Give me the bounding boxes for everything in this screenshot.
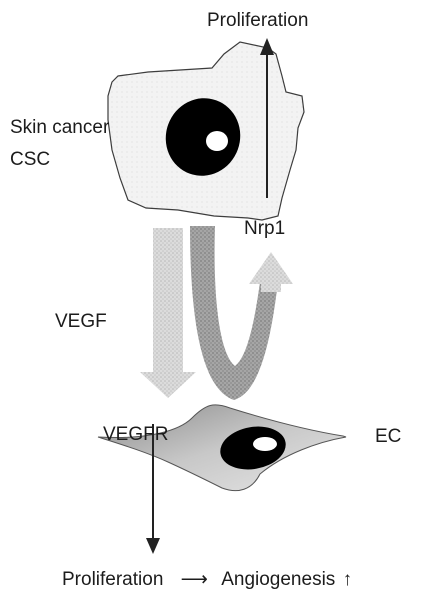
bottom-caption: Proliferation ⟶ Angiogenesis ↑: [62, 570, 352, 589]
skin-cancer-label: Skin cancer: [10, 118, 109, 137]
nrp1-up-arrowhead: [249, 252, 293, 292]
nrp1-loop-arrow-body: [190, 226, 278, 400]
ec-nucleolus: [253, 437, 277, 451]
csc-nucleolus: [206, 131, 228, 151]
ec-label: EC: [375, 427, 401, 446]
vegfr-label: VEGFR: [103, 425, 168, 444]
right-arrow-glyph: ⟶: [181, 570, 208, 589]
nrp1-label: Nrp1: [244, 219, 285, 238]
proliferation-bottom-label: Proliferation: [62, 570, 163, 589]
vegf-label: VEGF: [55, 312, 107, 331]
csc-label: CSC: [10, 150, 50, 169]
vegf-down-arrow: [140, 228, 196, 398]
proliferation-top-label: Proliferation: [207, 11, 308, 30]
angiogenesis-label: Angiogenesis: [221, 570, 335, 589]
ec-proliferation-arrowhead: [146, 538, 160, 554]
up-arrow-glyph: ↑: [343, 570, 353, 589]
